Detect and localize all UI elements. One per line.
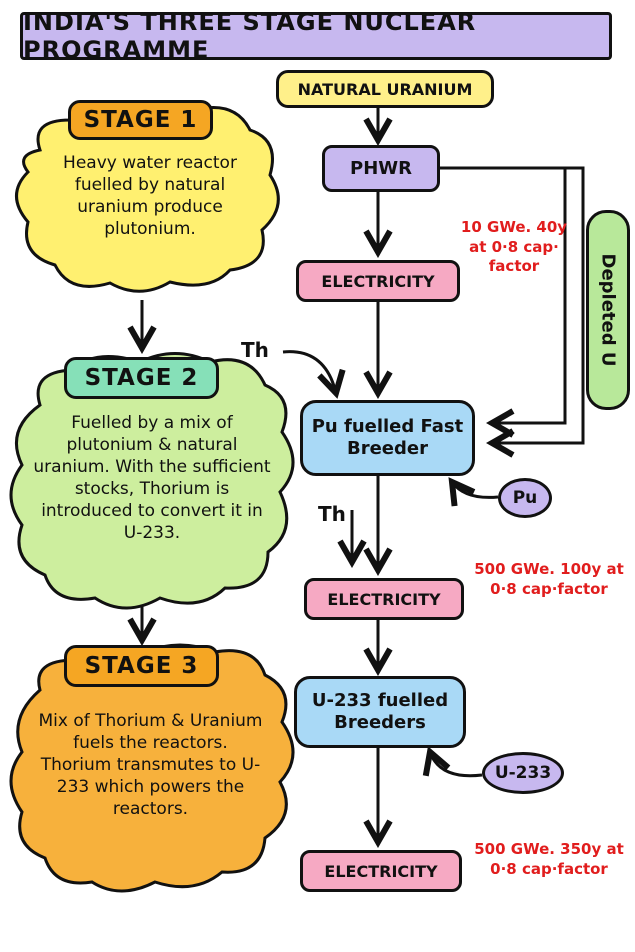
pu-oval: Pu (498, 478, 552, 518)
natural-uranium-box: NATURAL URANIUM (276, 70, 494, 108)
page-title: INDIA'S THREE STAGE NUCLEAR PROGRAMME (20, 8, 612, 64)
capacity-note-1: 10 GWe. 40y at 0·8 cap· factor (460, 218, 568, 275)
stage-1-label: STAGE 1 (68, 100, 213, 140)
stage-3-label: STAGE 3 (64, 645, 219, 687)
fast-breeder-box: Pu fuelled Fast Breeder (300, 400, 475, 476)
phwr-box: PHWR (322, 145, 440, 192)
electricity-box-3: ELECTRICITY (300, 850, 462, 892)
u233-oval: U-233 (482, 752, 564, 794)
u233-breeders-box: U-233 fuelled Breeders (294, 676, 466, 748)
capacity-note-3: 500 GWe. 350y at 0·8 cap·factor (474, 840, 624, 878)
electricity-box-1: ELECTRICITY (296, 260, 460, 302)
thorium-label-1: Th (241, 338, 269, 362)
stage-2-label: STAGE 2 (64, 357, 219, 399)
electricity-box-2: ELECTRICITY (304, 578, 464, 620)
depleted-uranium-box: Depleted U (586, 210, 630, 410)
capacity-note-2: 500 GWe. 100y at 0·8 cap·factor (474, 560, 624, 598)
depleted-uranium-label: Depleted U (597, 253, 619, 367)
stage-3-text: Mix of Thorium & Uranium fuels the react… (38, 711, 263, 820)
stage-2-text: Fuelled by a mix of plutonium & natural … (33, 413, 271, 544)
stage-1-text: Heavy water reactor fuelled by natural u… (63, 153, 237, 240)
stage-2-cloud (9, 352, 295, 610)
thorium-label-2: Th (318, 502, 346, 526)
